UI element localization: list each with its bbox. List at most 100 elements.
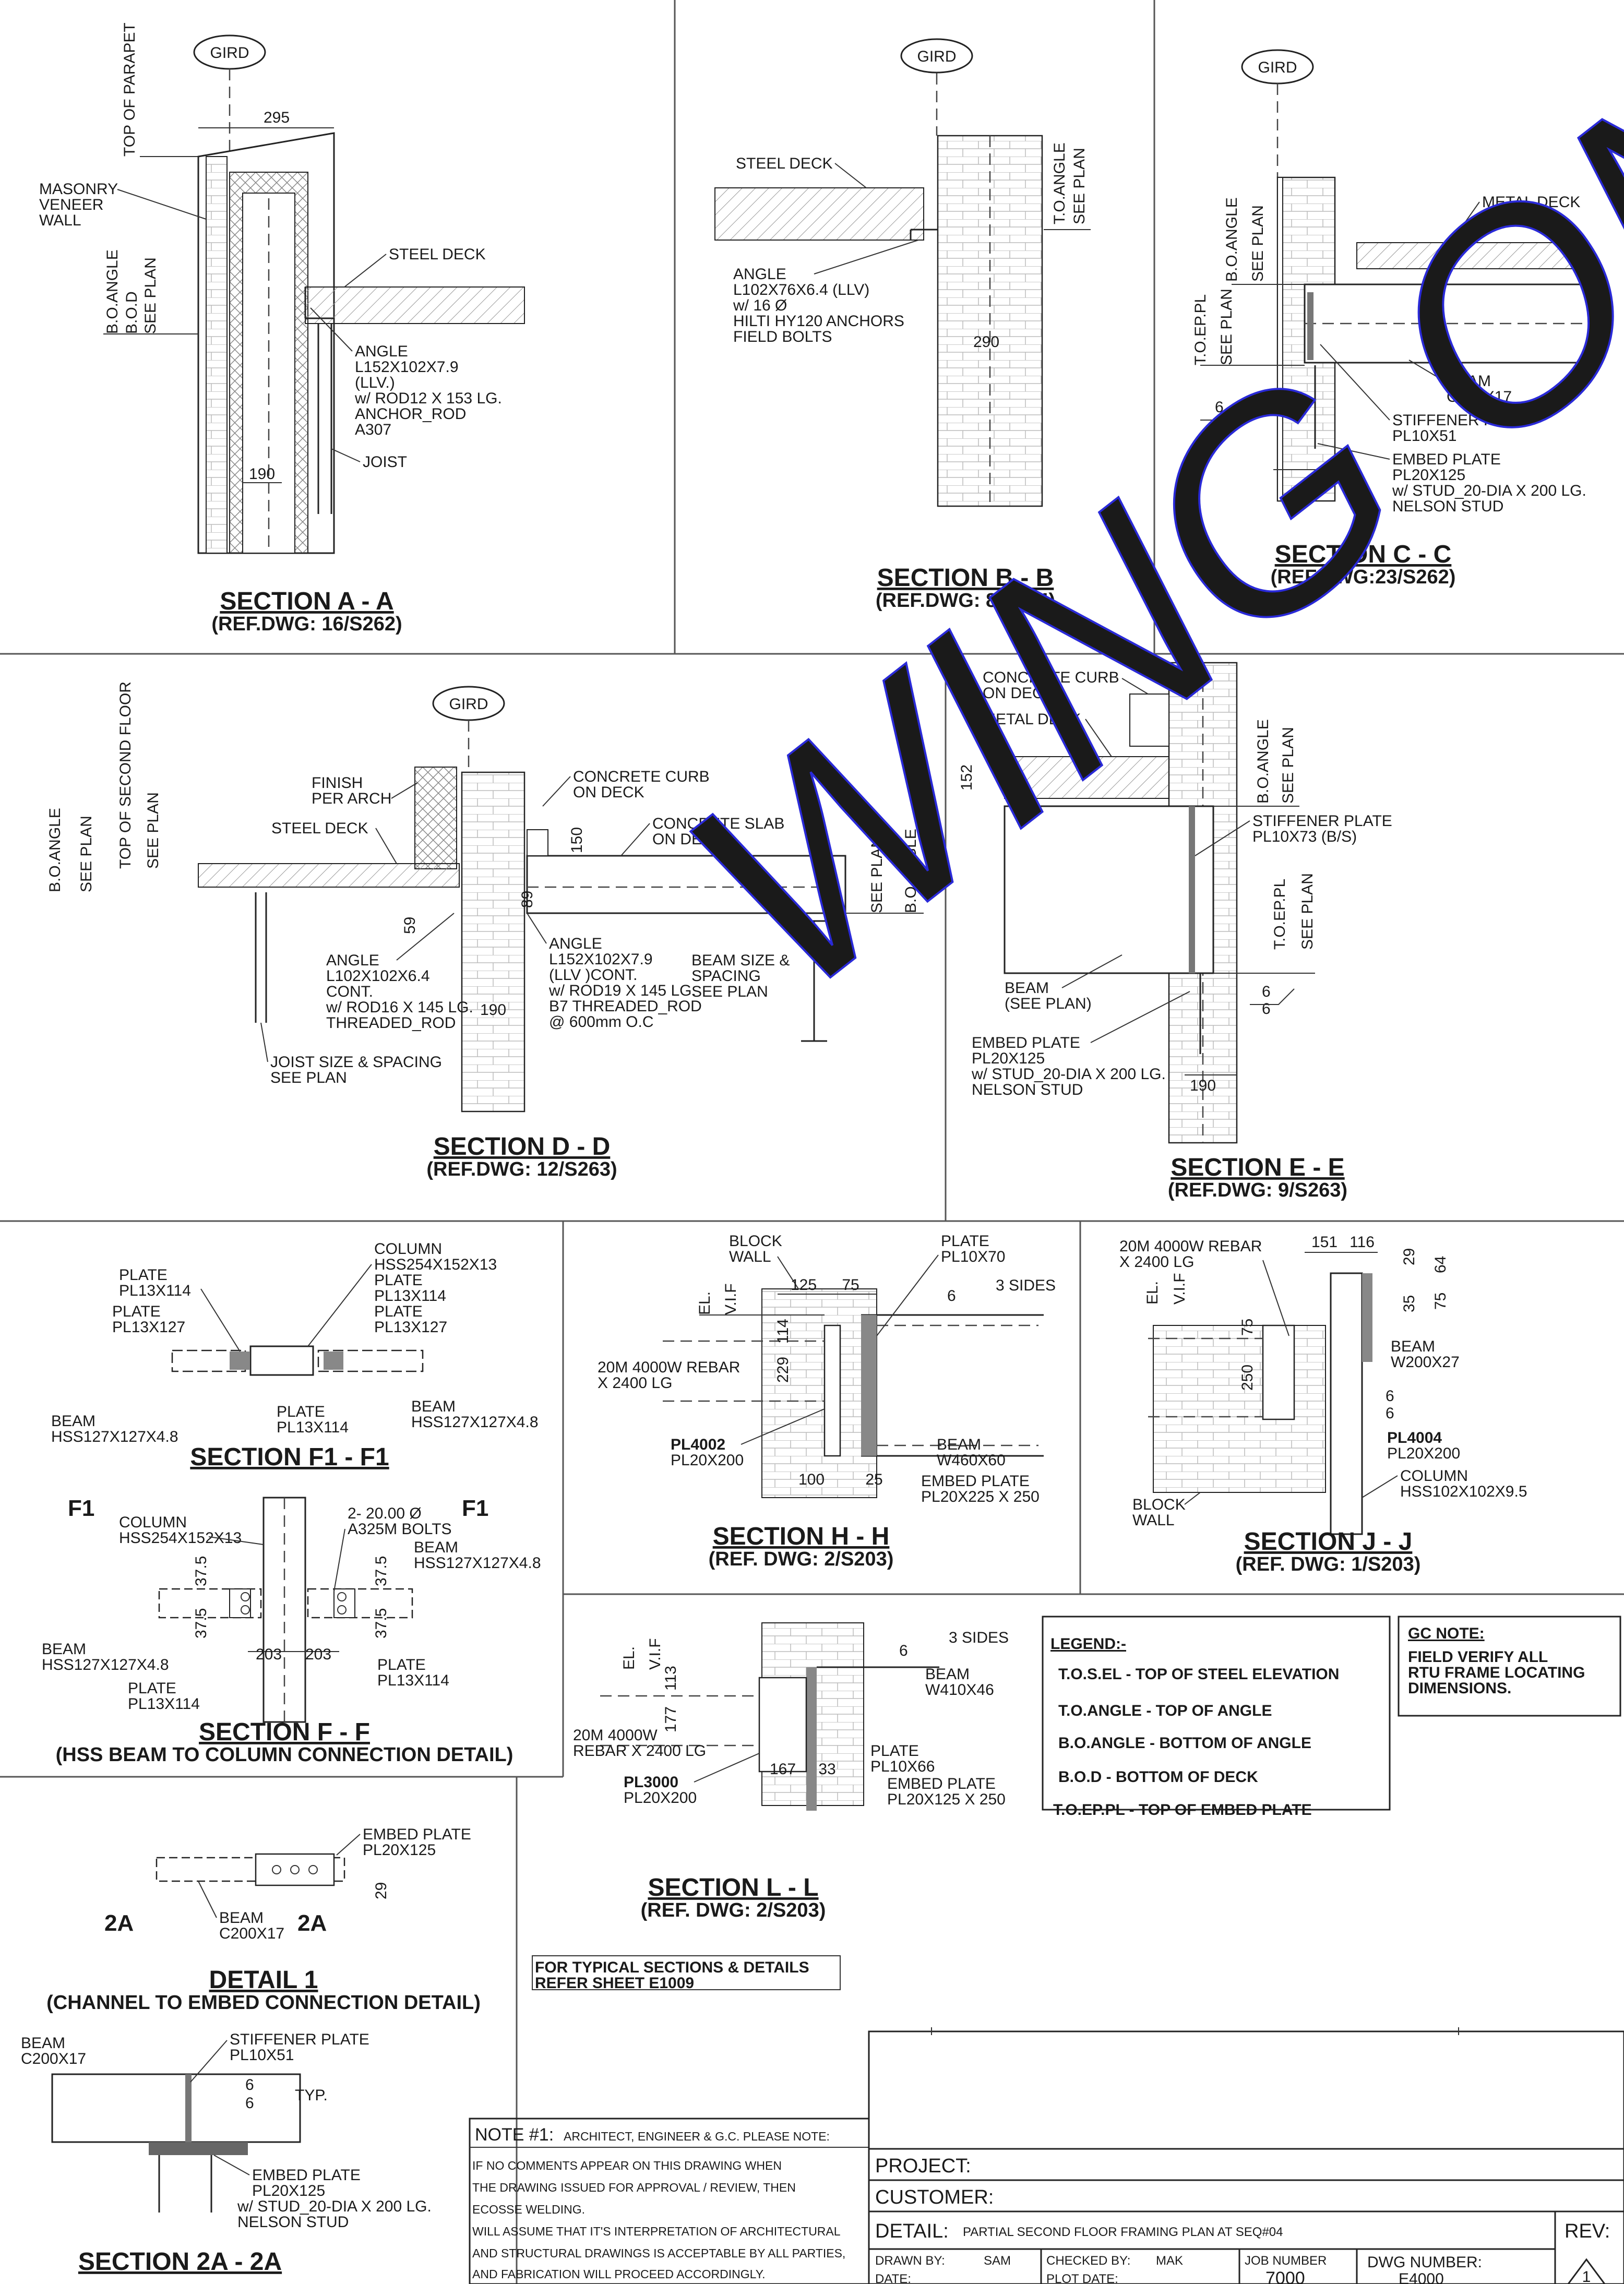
svg-text:VENEER: VENEER — [39, 196, 103, 213]
customer-label: CUSTOMER: — [875, 2186, 994, 2208]
svg-text:20M 4000W REBAR: 20M 4000W REBAR — [1119, 1238, 1262, 1255]
svg-text:PL20X200: PL20X200 — [1387, 1445, 1460, 1462]
svg-text:X 2400 LG: X 2400 LG — [598, 1374, 672, 1392]
svg-text:EMBED PLATE: EMBED PLATE — [921, 1473, 1030, 1490]
svg-text:DETAIL:: DETAIL: — [875, 2220, 949, 2242]
svg-text:TOP OF SECOND FLOOR: TOP OF SECOND FLOOR — [117, 681, 134, 869]
svg-text:59: 59 — [401, 917, 419, 934]
svg-text:ANGLE: ANGLE — [549, 935, 602, 952]
svg-text:B.O.ANGLE - BOTTOM OF ANGLE: B.O.ANGLE - BOTTOM OF ANGLE — [1058, 1735, 1311, 1752]
svg-text:(REF. DWG: 1/S203): (REF. DWG: 1/S203) — [1236, 1553, 1421, 1575]
svg-text:(LLV )CONT.: (LLV )CONT. — [549, 966, 637, 984]
svg-text:FOR TYPICAL SECTIONS & DETAILS: FOR TYPICAL SECTIONS & DETAILS — [535, 1959, 809, 1976]
svg-text:CONCRETE SLAB: CONCRETE SLAB — [652, 815, 784, 832]
svg-text:113: 113 — [662, 1666, 679, 1691]
svg-text:w/ ROD12 X 153 LG.: w/ ROD12 X 153 LG. — [354, 390, 502, 407]
svg-text:NELSON STUD: NELSON STUD — [237, 2214, 349, 2231]
svg-text:EL.: EL. — [620, 1646, 638, 1670]
svg-text:w/ 16 Ø: w/ 16 Ø — [733, 297, 787, 314]
svg-text:HSS127X127X4.8: HSS127X127X4.8 — [42, 1656, 169, 1673]
svg-text:WILL ASSUME THAT IT'S INTERPRE: WILL ASSUME THAT IT'S INTERPRETATION OF … — [472, 2225, 841, 2238]
svg-text:T.O.ANGLE - TOP OF ANGLE: T.O.ANGLE - TOP OF ANGLE — [1058, 1702, 1272, 1719]
svg-text:w/ STUD_20-DIA X 200 LG.: w/ STUD_20-DIA X 200 LG. — [1392, 482, 1586, 499]
svg-text:PL20X125: PL20X125 — [1392, 467, 1465, 484]
svg-text:20M 4000W REBAR: 20M 4000W REBAR — [598, 1359, 740, 1376]
svg-text:F1: F1 — [68, 1496, 94, 1521]
svg-text:PL10X51: PL10X51 — [1392, 427, 1456, 445]
svg-text:@ 600mm O.C: @ 600mm O.C — [549, 1013, 654, 1031]
svg-text:(REF.DWG:23/S262): (REF.DWG:23/S262) — [1271, 566, 1456, 588]
svg-text:STEEL DECK: STEEL DECK — [736, 155, 833, 172]
section-a: GIRD TOP OF PARAPET 295 MASONRY VENEER W… — [39, 22, 525, 635]
svg-text:PL10X73 (B/S): PL10X73 (B/S) — [1252, 828, 1357, 845]
svg-text:75: 75 — [842, 1276, 859, 1294]
svg-text:ANGLE: ANGLE — [733, 266, 786, 283]
svg-text:HSS127X127X4.8: HSS127X127X4.8 — [51, 1428, 178, 1445]
svg-text:35: 35 — [1401, 1295, 1418, 1312]
svg-text:W200X27: W200X27 — [1391, 1354, 1460, 1371]
svg-text:EMBED PLATE: EMBED PLATE — [252, 2167, 361, 2184]
svg-text:NELSON STUD: NELSON STUD — [1392, 498, 1503, 515]
svg-text:6: 6 — [1386, 1405, 1394, 1422]
svg-text:T.O.EP.PL: T.O.EP.PL — [1192, 294, 1209, 365]
svg-text:L152X102X7.9: L152X102X7.9 — [549, 951, 653, 968]
svg-text:WALL: WALL — [39, 212, 81, 229]
svg-text:FIELD BOLTS: FIELD BOLTS — [733, 328, 832, 345]
svg-text:FIELD VERIFY ALL: FIELD VERIFY ALL — [1408, 1648, 1548, 1666]
svg-text:SEE PLAN: SEE PLAN — [78, 816, 95, 892]
svg-text:PL13X114: PL13X114 — [119, 1282, 191, 1299]
svg-text:JOIST: JOIST — [363, 453, 407, 471]
svg-text:29: 29 — [1401, 1248, 1418, 1265]
svg-text:3 SIDES: 3 SIDES — [996, 1277, 1056, 1294]
svg-text:STIFFENER PLATE: STIFFENER PLATE — [230, 2031, 369, 2048]
svg-text:6: 6 — [1262, 983, 1271, 1000]
svg-text:BEAM: BEAM — [21, 2035, 65, 2052]
svg-text:V.I.F: V.I.F — [722, 1283, 739, 1315]
svg-text:SECTION H - H: SECTION H - H — [713, 1523, 890, 1550]
svg-text:EL.: EL. — [1144, 1281, 1161, 1305]
typical-note: FOR TYPICAL SECTIONS & DETAILS REFER SHE… — [532, 1955, 841, 1992]
top-of-parapet-label: TOP OF PARAPET — [121, 22, 138, 157]
svg-text:L102X102X6.4: L102X102X6.4 — [326, 967, 430, 985]
svg-text:BEAM: BEAM — [51, 1413, 95, 1430]
svg-text:(CHANNEL TO EMBED CONNECTION D: (CHANNEL TO EMBED CONNECTION DETAIL) — [46, 1992, 481, 2014]
svg-text:PLATE: PLATE — [377, 1656, 426, 1673]
svg-text:290: 290 — [973, 333, 999, 351]
svg-text:w/ STUD_20-DIA X 200 LG.: w/ STUD_20-DIA X 200 LG. — [971, 1066, 1166, 1083]
svg-text:229: 229 — [774, 1357, 792, 1383]
title-block: PROJECT: CUSTOMER: DETAIL: PARTIAL SECON… — [868, 2027, 1624, 2284]
svg-text:B.O.D: B.O.D — [123, 291, 140, 334]
svg-text:SECTION B - B: SECTION B - B — [877, 564, 1054, 592]
svg-text:PL20X200: PL20X200 — [671, 1452, 744, 1469]
svg-text:CONCRETE CURB: CONCRETE CURB — [983, 669, 1119, 686]
svg-text:BLOCK: BLOCK — [729, 1233, 782, 1250]
svg-text:167: 167 — [770, 1761, 796, 1778]
svg-text:(HSS BEAM TO COLUMN CONNECTION: (HSS BEAM TO COLUMN CONNECTION DETAIL) — [56, 1744, 514, 1766]
svg-text:SEE PLAN: SEE PLAN — [1249, 205, 1267, 282]
svg-text:BEAM: BEAM — [1005, 979, 1049, 997]
svg-text:B.O.ANGLE: B.O.ANGLE — [1223, 197, 1240, 282]
legend: LEGEND:- T.O.S.EL - TOP OF STEEL ELEVATI… — [1042, 1616, 1391, 1819]
svg-text:PL20X125: PL20X125 — [363, 1841, 436, 1859]
svg-text:1: 1 — [1582, 2268, 1591, 2284]
svg-text:PLATE: PLATE — [870, 1742, 919, 1760]
svg-text:w/ STUD_20-DIA X 200 LG.: w/ STUD_20-DIA X 200 LG. — [237, 2198, 432, 2215]
svg-text:190: 190 — [1302, 477, 1328, 494]
svg-text:ANGLE: ANGLE — [326, 952, 379, 969]
svg-text:75: 75 — [1432, 1293, 1449, 1310]
svg-text:JOB NUMBER: JOB NUMBER — [1245, 2254, 1327, 2268]
svg-text:METAL DECK: METAL DECK — [983, 711, 1081, 728]
svg-text:V.I.F: V.I.F — [647, 1638, 664, 1670]
svg-text:FINISH: FINISH — [312, 774, 363, 792]
svg-text:T.O.EP.PL: T.O.EP.PL — [1271, 879, 1288, 950]
svg-text:GIRD: GIRD — [917, 48, 957, 65]
svg-text:ANGLE: ANGLE — [355, 343, 408, 360]
svg-text:37.5: 37.5 — [193, 1608, 210, 1639]
svg-text:HSS102X102X9.5: HSS102X102X9.5 — [1400, 1483, 1527, 1500]
section-j: 20M 4000W REBAR X 2400 LG EL. V.I.F 151 … — [1119, 1234, 1527, 1575]
svg-text:PLATE: PLATE — [941, 1233, 989, 1250]
svg-text:PLATE: PLATE — [374, 1272, 423, 1289]
svg-text:W410X46: W410X46 — [925, 1681, 994, 1699]
svg-text:WALL: WALL — [1132, 1512, 1175, 1529]
svg-text:LEGEND:-: LEGEND:- — [1050, 1635, 1126, 1653]
